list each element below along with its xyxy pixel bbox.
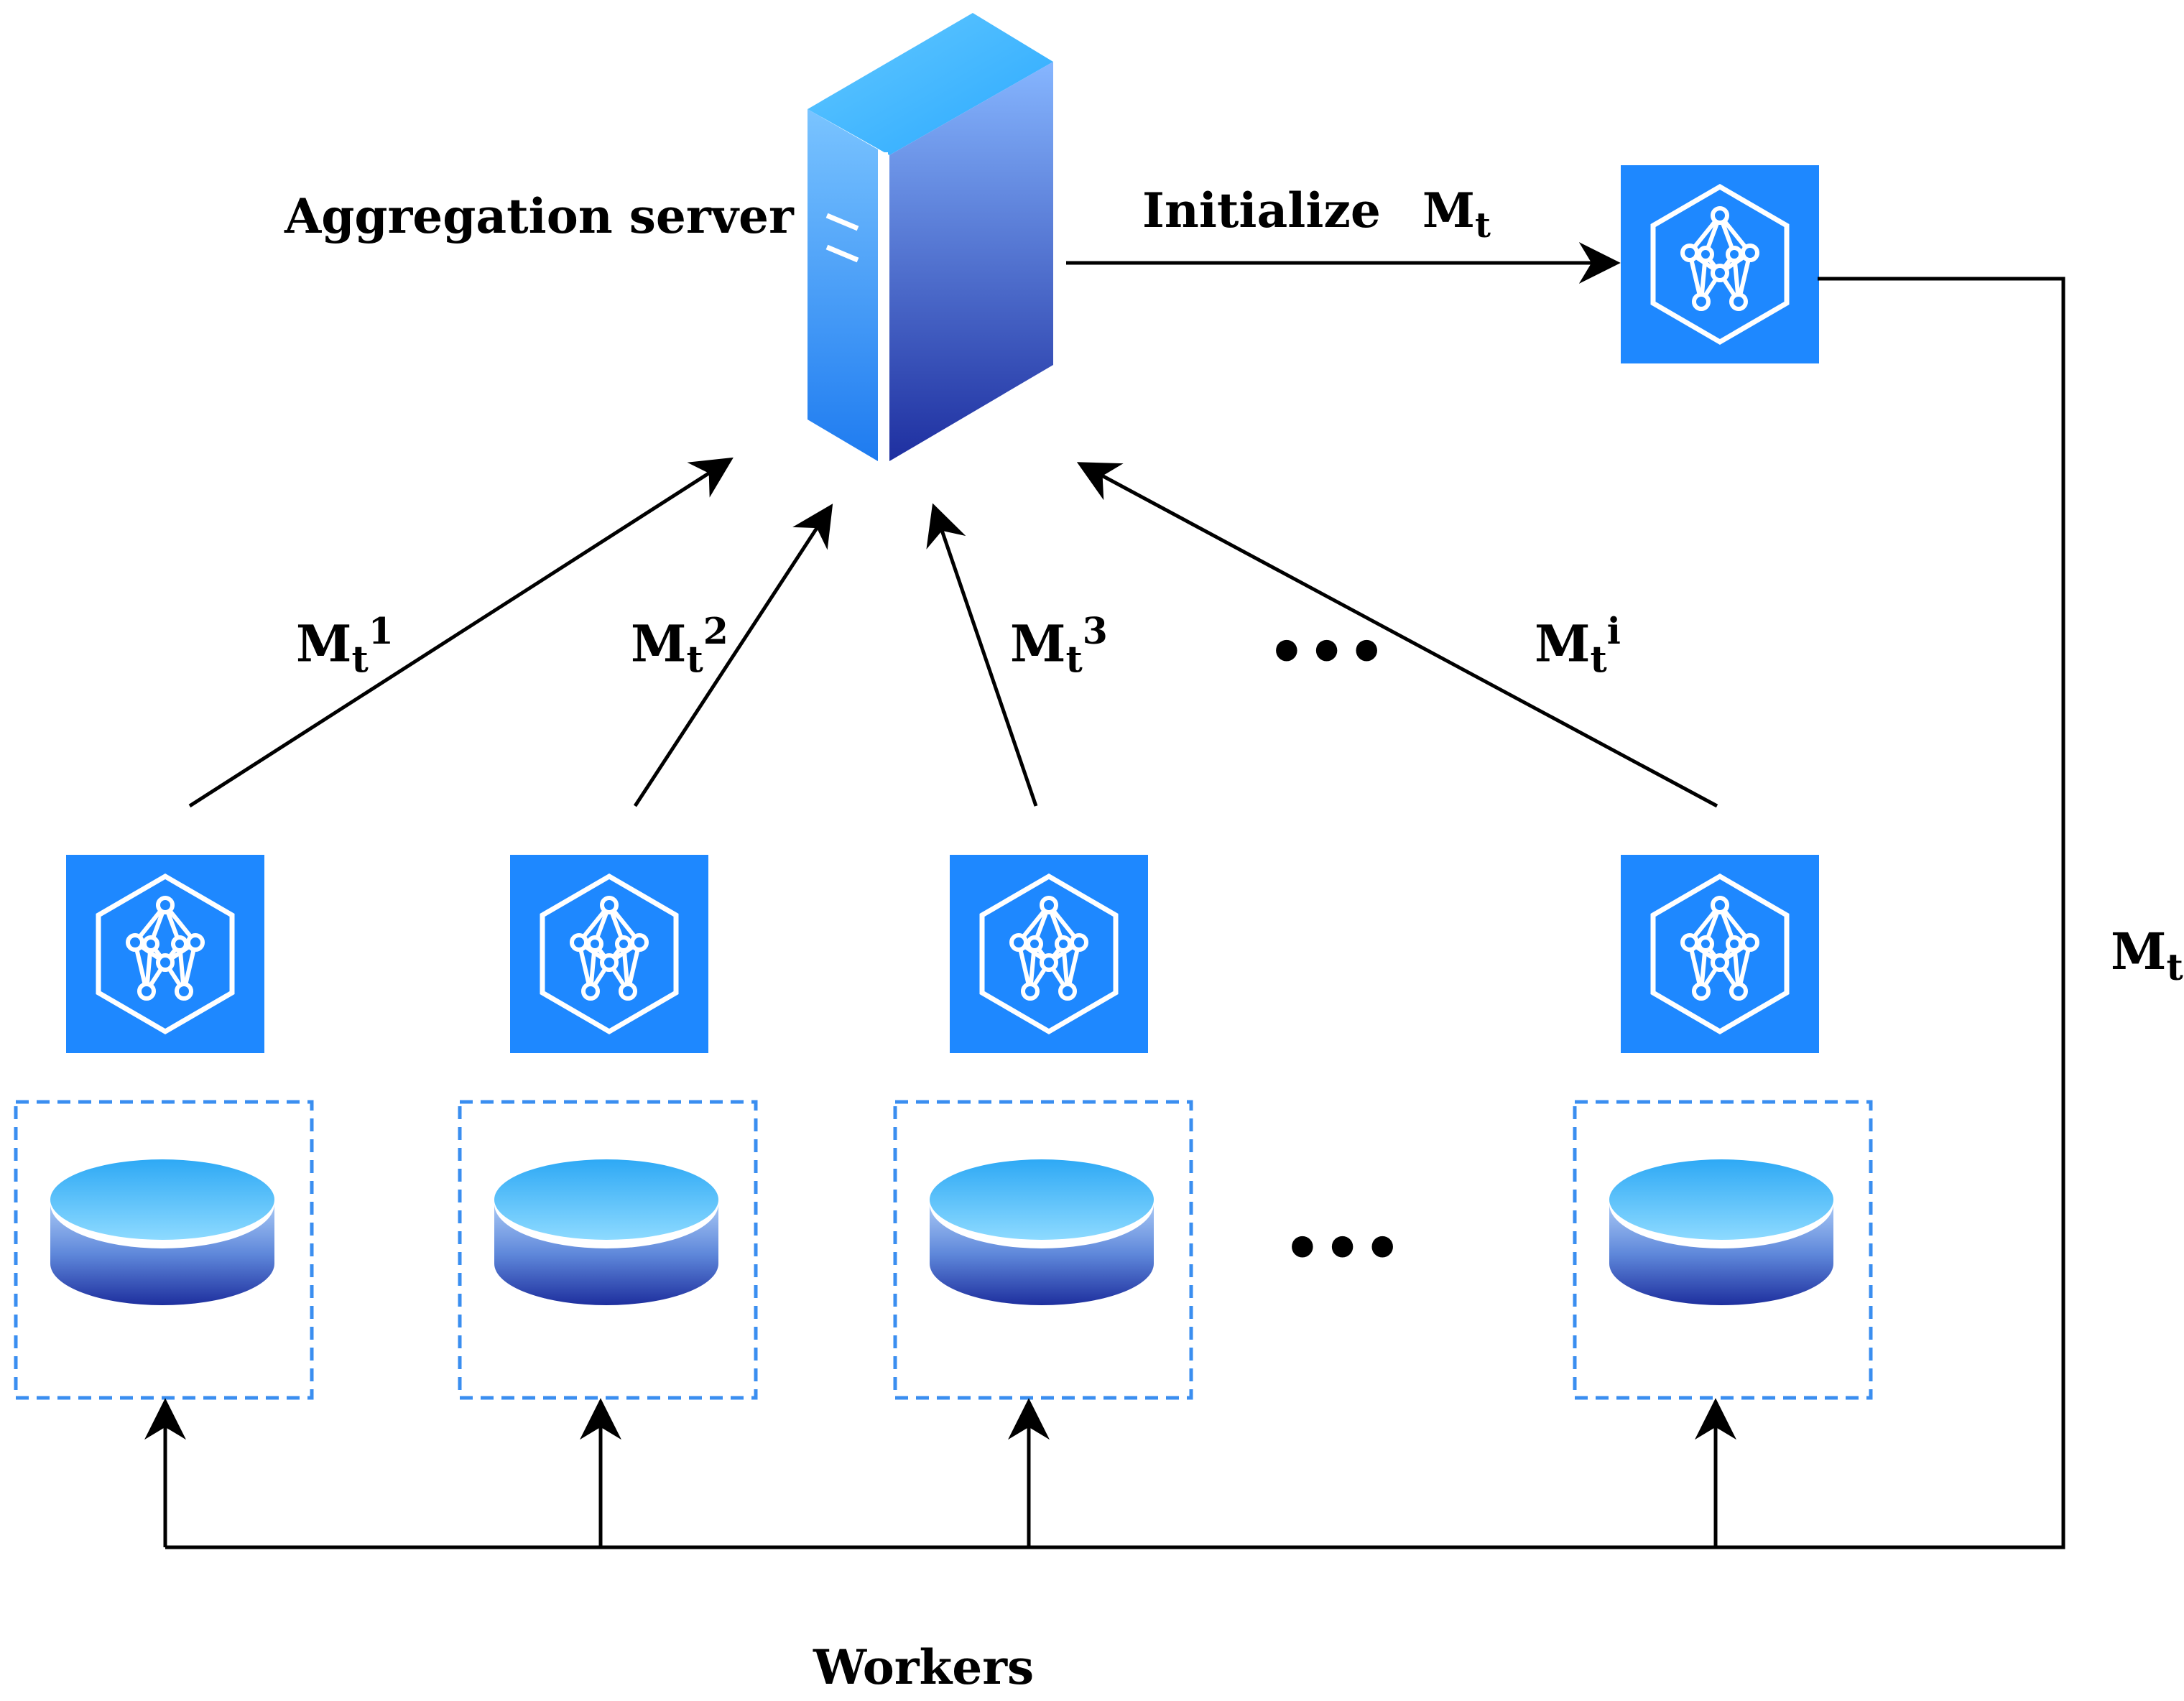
worker-database-3 — [895, 1102, 1191, 1398]
update-label-i: Mti — [1535, 610, 1621, 681]
update-label-2: Mt2 — [631, 610, 728, 681]
upload-arrow-2 — [633, 504, 833, 807]
distributed-model-label: Mt — [2111, 922, 2183, 988]
worker-model-icon-1 — [66, 855, 264, 1053]
upload-arrow-1 — [188, 457, 734, 808]
workers-ellipsis: ••• — [1283, 1213, 1404, 1284]
worker-database-1 — [16, 1102, 312, 1398]
upload-arrow-3 — [926, 503, 1038, 807]
worker-database-2 — [460, 1102, 756, 1398]
upload-ellipsis: ••• — [1267, 616, 1388, 687]
server-label: Aggregation server — [284, 188, 794, 244]
upload-arrow-i — [1076, 462, 1718, 808]
update-label-1: Mt1 — [296, 610, 394, 681]
distribution-path — [165, 277, 2065, 1549]
worker-model-icon-2 — [510, 855, 708, 1053]
initialize-text: Initialize — [1142, 182, 1381, 238]
server-icon — [808, 13, 1053, 463]
global-model-icon — [1621, 165, 1819, 363]
workers-label: Workers — [813, 1639, 1035, 1695]
initialize-model-symbol: Mt — [1422, 182, 1491, 246]
update-label-3: Mt3 — [1010, 610, 1108, 681]
worker-database-i — [1575, 1102, 1871, 1398]
worker-model-icon-3 — [950, 855, 1148, 1053]
worker-model-icon-i — [1621, 855, 1819, 1053]
